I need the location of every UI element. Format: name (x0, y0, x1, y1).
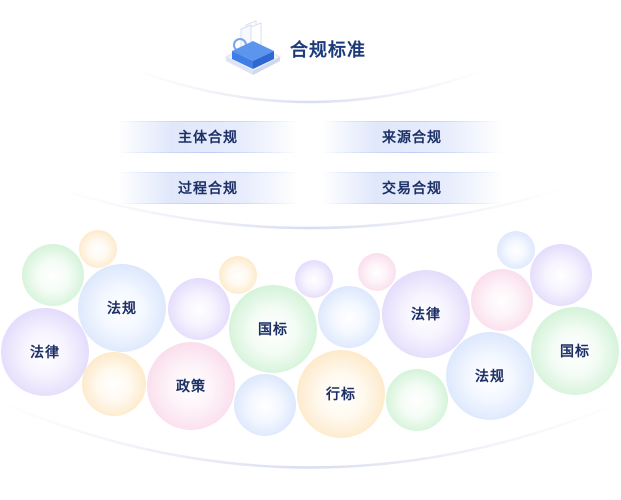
bubble-decorative (358, 253, 396, 291)
document-stack-box-icon (224, 20, 282, 75)
bubble-label: 法律 (411, 307, 441, 323)
bubble-decorative (386, 369, 448, 431)
bubble-labeled[interactable]: 法律 (382, 270, 470, 358)
bubble-labeled[interactable]: 政策 (147, 342, 235, 430)
category-transaction-compliance[interactable]: 交易合规 (322, 172, 502, 204)
bubble-decorative (318, 286, 380, 348)
arc-middle (54, 186, 566, 230)
bubble-labeled[interactable]: 行标 (297, 350, 385, 438)
bubble-decorative (471, 269, 533, 331)
bubble-labeled[interactable]: 法规 (446, 332, 534, 420)
category-label: 过程合规 (178, 181, 238, 197)
category-process-compliance[interactable]: 过程合规 (118, 172, 298, 204)
page-title: 合规标准 (290, 40, 366, 61)
category-label: 来源合规 (382, 130, 442, 146)
bubble-labeled[interactable]: 国标 (229, 285, 317, 373)
bubble-label: 法律 (30, 345, 60, 361)
bubble-decorative (530, 244, 592, 306)
bubble-labeled[interactable]: 国标 (531, 307, 619, 395)
bubble-label: 国标 (258, 322, 288, 338)
bubble-label: 法规 (107, 301, 137, 317)
bubble-label: 行标 (326, 387, 356, 403)
bubble-decorative (79, 230, 117, 268)
bubble-decorative (22, 244, 84, 306)
bubble-decorative (234, 374, 296, 436)
bubble-decorative (168, 278, 230, 340)
bubble-labeled[interactable]: 法律 (1, 308, 89, 396)
header (222, 18, 284, 78)
bubble-decorative (497, 231, 535, 269)
bubble-labeled[interactable]: 法规 (78, 264, 166, 352)
category-source-compliance[interactable]: 来源合规 (322, 121, 502, 153)
bubble-label: 法规 (475, 369, 505, 385)
bubble-label: 政策 (176, 379, 206, 395)
category-label: 主体合规 (178, 130, 238, 146)
bubble-decorative (82, 352, 146, 416)
bubble-decorative (295, 260, 333, 298)
arc-bottom (0, 400, 621, 469)
category-label: 交易合规 (382, 181, 442, 197)
category-subject-compliance[interactable]: 主体合规 (118, 121, 298, 153)
bubble-label: 国标 (560, 344, 590, 360)
arc-top (129, 66, 491, 104)
bubble-decorative (219, 256, 257, 294)
